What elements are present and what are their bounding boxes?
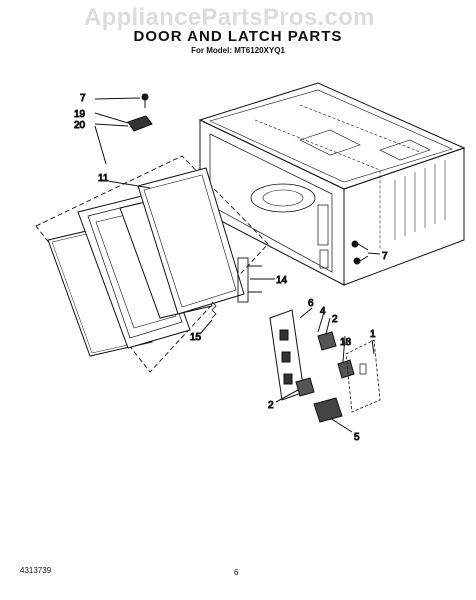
callout-2-lower: 2 bbox=[268, 400, 274, 411]
leader-line-4 bbox=[317, 311, 325, 333]
callout-6: 6 bbox=[308, 298, 314, 309]
page-title: DOOR AND LATCH PARTS bbox=[133, 28, 343, 45]
callout-4: 4 bbox=[320, 306, 326, 317]
page-number: 6 bbox=[234, 568, 239, 577]
watermark: AppliancePartsPros.com bbox=[84, 4, 375, 31]
callout-14: 14 bbox=[276, 275, 288, 286]
switch-bracket bbox=[345, 339, 381, 413]
screw-upper bbox=[94, 93, 149, 108]
cabinet-assembly bbox=[198, 82, 466, 286]
callout-20: 20 bbox=[74, 120, 86, 131]
callout-7-upper: 7 bbox=[80, 93, 86, 104]
model-subtitle: For Model: MT6120XYQ1 bbox=[191, 46, 285, 55]
callout-1: 1 bbox=[370, 329, 376, 340]
callout-19: 19 bbox=[74, 109, 86, 120]
callout-7-lower: 7 bbox=[382, 251, 388, 262]
screw-lower-pair bbox=[351, 240, 381, 265]
latch-arm bbox=[237, 257, 275, 303]
callout-18: 18 bbox=[340, 337, 352, 348]
interlock-switch-upper bbox=[317, 317, 337, 351]
door-choke-frame bbox=[101, 167, 245, 315]
document-number: 4313739 bbox=[20, 566, 52, 575]
latch-plate bbox=[269, 309, 305, 401]
leader-line-6 bbox=[299, 307, 313, 319]
interlock-switch-lower bbox=[275, 377, 315, 403]
callout-2-upper: 2 bbox=[332, 314, 338, 325]
interlock-switch-middle bbox=[337, 335, 355, 379]
callout-11: 11 bbox=[98, 173, 109, 184]
callout-5: 5 bbox=[354, 432, 360, 443]
monitor-switch bbox=[313, 397, 353, 433]
latch-spring bbox=[199, 301, 217, 335]
hinge-bracket bbox=[94, 112, 153, 132]
callout-15: 15 bbox=[190, 332, 202, 343]
